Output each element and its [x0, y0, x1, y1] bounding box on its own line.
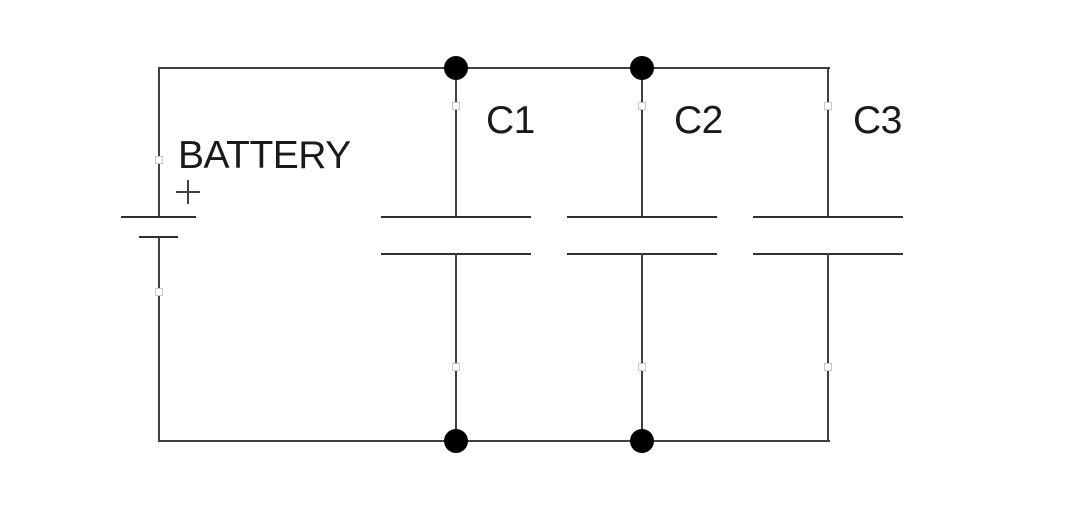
plus-icon-vertical-bar: [187, 180, 189, 204]
wire-c2-lower[interactable]: [641, 253, 643, 442]
selection-handle-c2-top[interactable]: [638, 102, 646, 110]
junction-dot-bottom-c2: [630, 429, 654, 453]
battery-plus-icon: [176, 180, 200, 204]
junction-dot-bottom-c1: [444, 429, 468, 453]
wire-battery-upper[interactable]: [158, 67, 160, 217]
c1-label[interactable]: C1: [486, 99, 535, 142]
battery-negative-plate[interactable]: [139, 236, 178, 238]
junction-dot-top-c1: [444, 56, 468, 80]
c3-label[interactable]: C3: [853, 99, 902, 142]
wire-c2-upper[interactable]: [641, 67, 643, 217]
selection-handle-c2-bottom[interactable]: [638, 363, 646, 371]
battery-positive-plate[interactable]: [121, 216, 196, 218]
wire-c1-upper[interactable]: [455, 67, 457, 217]
wire-c3-lower[interactable]: [827, 253, 829, 442]
wire-c1-lower[interactable]: [455, 253, 457, 442]
selection-handle-c3-bottom[interactable]: [824, 363, 832, 371]
junction-dot-top-c2: [630, 56, 654, 80]
wire-c3-upper[interactable]: [827, 67, 829, 217]
selection-handle-c1-bottom[interactable]: [452, 363, 460, 371]
wire-battery-lower[interactable]: [158, 236, 160, 442]
c1-top-plate[interactable]: [381, 216, 531, 218]
selection-handle-c3-top[interactable]: [824, 102, 832, 110]
c3-top-plate[interactable]: [753, 216, 903, 218]
c2-top-plate[interactable]: [567, 216, 717, 218]
selection-handle-c1-top[interactable]: [452, 102, 460, 110]
wire-bottom-rail[interactable]: [158, 440, 830, 442]
selection-handle-battery-top[interactable]: [155, 156, 163, 164]
battery-label[interactable]: BATTERY: [178, 134, 351, 177]
c2-label[interactable]: C2: [674, 99, 723, 142]
wire-top-rail[interactable]: [158, 67, 830, 69]
selection-handle-battery-bottom[interactable]: [155, 288, 163, 296]
